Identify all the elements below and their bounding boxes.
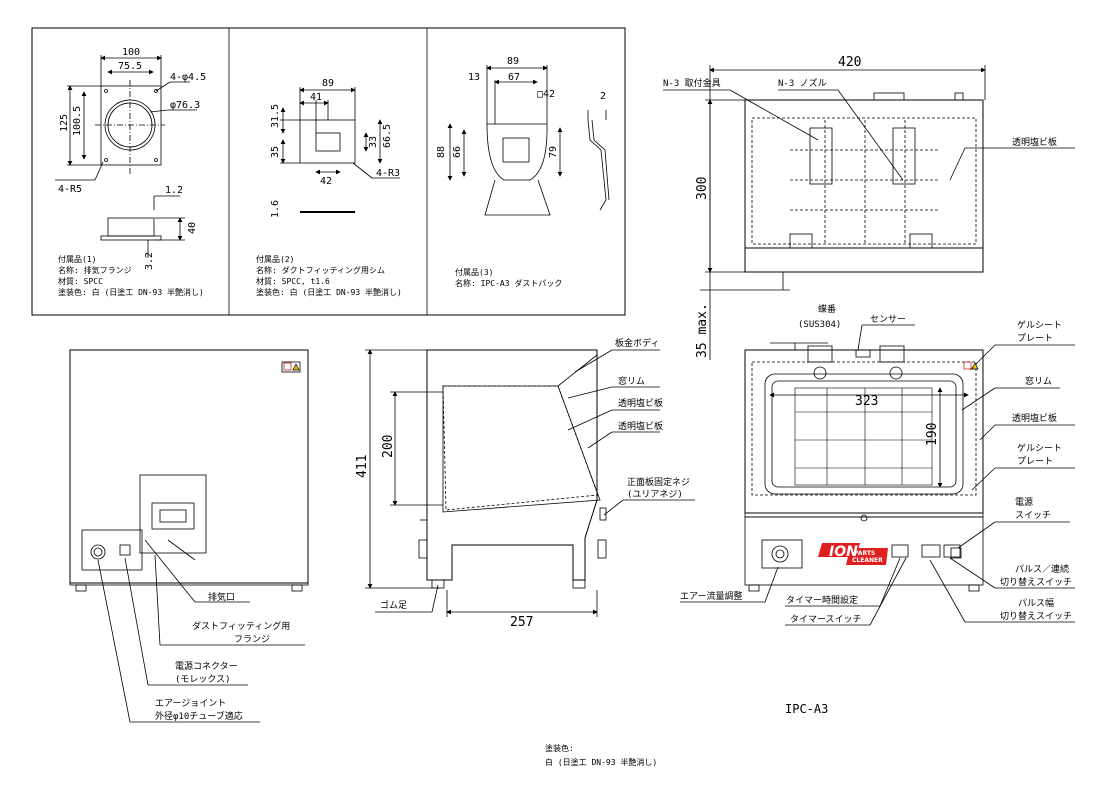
dim-dia: φ76.3 [170, 100, 200, 111]
label-gel1-1: ゲルシート [1017, 319, 1062, 331]
shim-drawing [280, 87, 400, 213]
side-view [365, 349, 695, 617]
flange-drawing [55, 55, 197, 258]
dim-125: 125 [59, 114, 70, 132]
label-connector-1: 電源コネクター [175, 661, 238, 672]
label-timer-set: タイマー時間設定 [786, 594, 858, 606]
dim-35: 35 [270, 146, 281, 158]
label-foot: ゴム足 [380, 599, 407, 611]
label-power-1: 電源 [1015, 497, 1033, 508]
label-top-pvc: 透明塩ビ板 [1012, 136, 1057, 148]
dim-100-5: 100.5 [72, 106, 83, 136]
dim-1-2: 1.2 [165, 185, 183, 196]
dim-75-5: 75.5 [118, 61, 142, 72]
dim-190: 190 [925, 423, 940, 446]
front-view [680, 324, 1075, 626]
dim-42: 42 [320, 176, 332, 187]
dim-100: 100 [122, 47, 140, 58]
paint-note-2: 白 (日塗工 DN-93 半艶消し) [545, 757, 657, 767]
dim-79: 79 [548, 146, 559, 158]
dim-323: 323 [855, 394, 878, 409]
acc2-title: 付属品(2) [256, 254, 294, 264]
label-front-pvc: 透明塩ビ板 [1012, 412, 1057, 424]
dim-33: 33 [368, 136, 379, 148]
dim-r3: 4-R3 [376, 168, 400, 179]
dim-2: 2 [600, 91, 606, 102]
label-side-rim: 窓リム [618, 375, 645, 387]
acc3-title: 付属品(3) [455, 267, 493, 277]
rear-view [69, 349, 309, 723]
label-side-pvc1: 透明塩ビ板 [618, 397, 663, 409]
accessory-frame [31, 27, 626, 316]
label-hinge-2: (SUS304) [798, 320, 841, 330]
model-name: IPC-A3 [785, 702, 828, 716]
brand-text: ION [829, 544, 858, 560]
acc1-paint: 塗装色: 白 (日塗工 DN-93 半艶消し) [58, 287, 204, 297]
dim-hole: 4-φ4.5 [170, 72, 206, 83]
brand-sub2: CLEANER [852, 557, 883, 564]
top-view [663, 65, 1075, 360]
dim-40: 40 [187, 222, 198, 234]
dim-3-2: 3.2 [144, 252, 155, 270]
label-pulse-1: パルス／連続 [1015, 563, 1069, 575]
dim-89: 89 [322, 78, 334, 89]
dim-66: 66 [452, 146, 463, 158]
label-joint-1: エアージョイント [155, 699, 226, 709]
acc2-name: 名称: ダクトフィッティング用シム [256, 265, 385, 275]
label-screw-1: 正面板固定ネジ [627, 476, 690, 488]
dim-41: 41 [310, 92, 322, 103]
acc2-paint: 塗装色: 白 (日塗工 DN-93 半艶消し) [256, 287, 402, 297]
label-flange-1: ダストフィッティング用 [192, 620, 290, 632]
dim-1-6: 1.6 [270, 200, 281, 218]
label-screw-2: (ユリアネジ) [627, 489, 683, 500]
label-nozzle: N-3 ノズル [778, 77, 827, 89]
dim-31-5: 31.5 [270, 104, 281, 128]
warning-icons [283, 361, 979, 371]
label-sensor: センサー [870, 314, 906, 325]
dim-257: 257 [510, 615, 533, 630]
dim-411: 411 [355, 455, 370, 478]
acc1-material: 材質: SPCC [58, 276, 103, 286]
dim-420: 420 [838, 55, 861, 70]
acc2-material: 材質: SPCC, t1.6 [256, 276, 330, 286]
dim-13: 13 [468, 72, 480, 83]
label-power-2: スイッチ [1015, 510, 1051, 521]
label-side-pvc2: 透明塩ビ板 [618, 420, 663, 432]
acc1-title: 付属品(1) [58, 254, 96, 264]
brand-sub1: PARTS [854, 550, 875, 557]
label-connector-2: (モレックス) [175, 674, 231, 685]
label-gel1-2: プレート [1017, 333, 1053, 344]
dim-200: 200 [381, 435, 396, 458]
label-exhaust: 排気口 [208, 591, 235, 603]
label-width-1: パルス幅 [1018, 597, 1054, 609]
label-air: エアー流量調整 [680, 590, 742, 602]
dustpack-drawing [447, 65, 610, 216]
paint-note-1: 塗装色: [545, 743, 574, 753]
label-front-rim: 窓リム [1025, 375, 1052, 387]
dim-a3-89: 89 [507, 56, 519, 67]
label-timer-sw: タイマースイッチ [790, 614, 862, 625]
label-gel2-2: プレート [1017, 456, 1053, 467]
label-gel2-1: ゲルシート [1017, 442, 1062, 454]
dim-88: 88 [436, 146, 447, 158]
dim-35max: 35 max. [695, 303, 710, 358]
label-hinge-1: 蝶番 [818, 303, 836, 315]
acc1-name: 名称: 排気フランジ [58, 265, 132, 275]
acc3-name: 名称: IPC-A3 ダストパック [455, 278, 562, 288]
label-bracket: N-3 取付金具 [663, 77, 721, 89]
dim-sq42: □42 [537, 89, 555, 100]
dim-66-5: 66.5 [382, 124, 393, 148]
label-flange-2: フランジ [234, 634, 270, 645]
label-width-2: 切り替えスイッチ [1000, 610, 1072, 622]
label-body: 板金ボディ [615, 337, 659, 349]
dim-67: 67 [508, 72, 520, 83]
dim-300: 300 [695, 177, 710, 200]
label-joint-2: 外径φ10チューブ適応 [155, 710, 243, 722]
dim-r5: 4-R5 [58, 184, 82, 195]
brand-logo: ION PARTS CLEANER [818, 543, 888, 565]
label-pulse-2: 切り替えスイッチ [1000, 576, 1072, 588]
